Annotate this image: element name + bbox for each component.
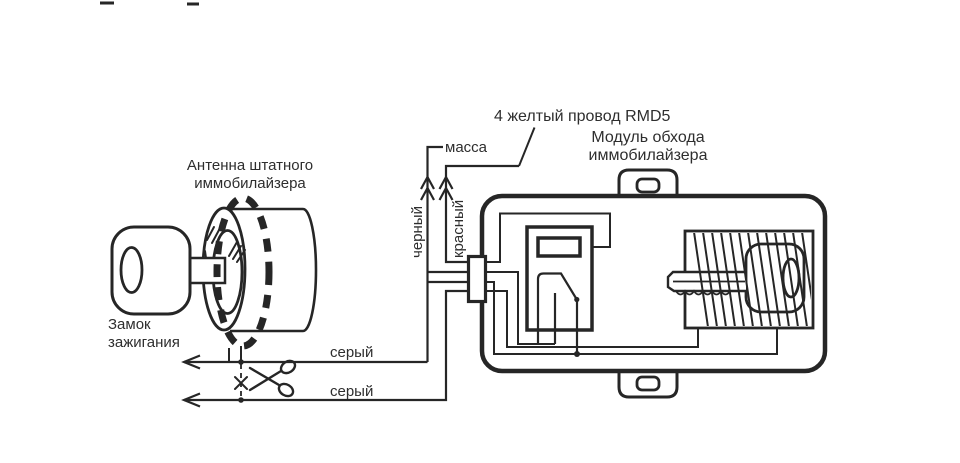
gray-wire-lower <box>181 289 472 408</box>
gray-lower-label: серый <box>330 383 373 400</box>
relay-switch <box>536 272 579 354</box>
yellow-wire-label: 4 желтый провод RMD5 <box>494 108 671 125</box>
yellow-wire-callout-line <box>518 127 536 167</box>
lock-cylinder-body <box>230 207 318 333</box>
gray-wire-upper <box>181 354 428 370</box>
scissors-icon <box>248 359 297 398</box>
mount-hole-top <box>635 177 661 194</box>
coil-winding-hatch <box>693 233 811 326</box>
x-cut-icon <box>234 376 248 390</box>
red-internal <box>480 212 611 263</box>
module-label-line1: Модуль обхода <box>591 129 704 146</box>
left-arrow-upper <box>181 354 201 370</box>
black-wire <box>420 145 472 362</box>
mount-hole-bottom <box>635 375 661 392</box>
ground-label: масса <box>445 139 488 156</box>
up-arrows-black <box>420 174 435 201</box>
gray2-internal <box>480 290 699 348</box>
cropped-text-fragments <box>100 1 199 6</box>
red-wire <box>438 164 519 264</box>
ignition-key-head <box>110 225 192 316</box>
relay-coil <box>536 236 582 258</box>
left-arrow-lower <box>181 392 201 408</box>
cut-wire-mark <box>234 359 248 403</box>
ignition-lock-label-line2: зажигания <box>108 334 180 351</box>
black-wire-label: черный <box>409 206 426 258</box>
antenna-leads <box>228 346 242 362</box>
ignition-lock-assembly <box>110 194 318 362</box>
black-internal <box>480 271 555 345</box>
antenna-ring <box>213 194 273 350</box>
bypass-module <box>466 168 828 399</box>
relay <box>525 225 594 354</box>
antenna-label-line1: Антенна штатного <box>187 157 313 174</box>
module-label-line2: иммобилайзера <box>589 147 708 164</box>
red-wire-label: красный <box>450 200 467 258</box>
module-internal-wiring <box>480 212 778 357</box>
gray1-internal <box>480 281 778 355</box>
antenna-label-line2: иммобилайзера <box>194 175 306 192</box>
gray-upper-label: серый <box>330 344 373 361</box>
up-arrows-red <box>438 174 454 201</box>
ignition-lock-label-line1: Замок <box>108 316 151 333</box>
module-connector <box>466 254 488 304</box>
key-in-coil <box>666 233 811 326</box>
ignition-key-hole <box>119 246 144 294</box>
